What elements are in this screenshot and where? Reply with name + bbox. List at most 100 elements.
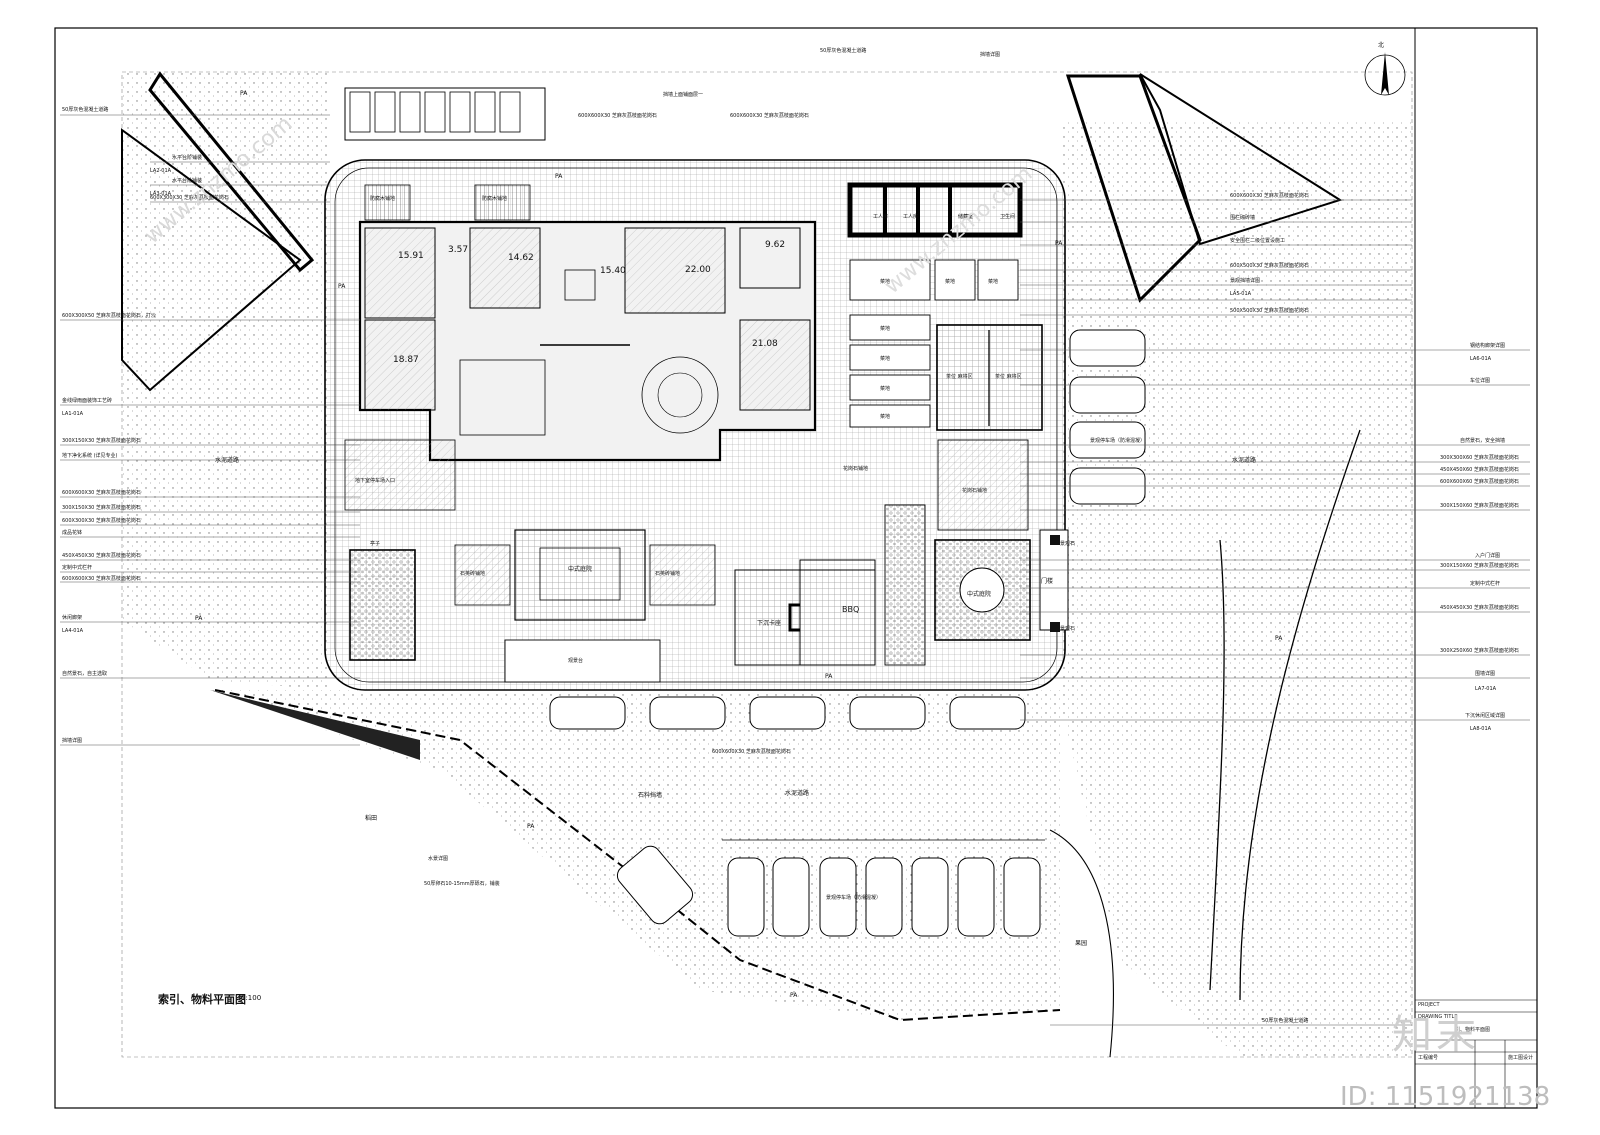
callout-right-1: 围栏砌砖墙 [1230, 214, 1255, 221]
callout-right-20: 50厚灰色混凝土道路 [1262, 1017, 1308, 1024]
callout-left-11: 成品花钵 [62, 529, 82, 536]
retaining-wall-wedge [210, 690, 420, 760]
zone-pa-4: PA [555, 173, 563, 180]
road-right-upper [1065, 74, 1202, 303]
room-area-3: 15.40 [600, 266, 626, 276]
zone-mahjong-b: 茶位 麻将区 [995, 373, 1022, 380]
callout-right-13: 入户门详图 [1475, 552, 1500, 559]
water-strip [884, 504, 926, 666]
zone-pa-5: PA [825, 673, 833, 680]
callout-left-13: 定制中式栏杆 [62, 564, 92, 571]
callout-right-4: 景观挡墙详图 [1230, 277, 1260, 284]
callout-right-10: 450X450X60 芝麻灰荔枝面花岗石 [1440, 466, 1519, 473]
zone-pa-3: PA [195, 615, 203, 622]
zone-gate: 门楼 [1041, 577, 1053, 585]
zone-wood-deck-2: 防腐木铺地 [482, 195, 507, 202]
zone-pavilion: 亭子 [370, 540, 380, 547]
callout-left-17: 挡墙详图 [62, 737, 82, 744]
zone-veg-6: 菜地 [880, 385, 890, 392]
callout-bottom-2: 石料挡墙 [638, 791, 662, 799]
zone-courtyard: 中式庭院 [568, 565, 592, 573]
zone-mahjong-a: 茶位 麻将区 [946, 373, 973, 380]
terrain-left [122, 72, 330, 690]
callout-left-7: 地下净化系统 (详见专业) [62, 452, 118, 459]
zone-parking: 景观停车场（防滑混凝） [1090, 437, 1145, 444]
index-tag-0: LA2-01A [150, 168, 172, 174]
zone-stone-step: 景观石 [1060, 625, 1075, 632]
north-arrow-icon [1364, 52, 1406, 96]
callout-right-14: 300X150X60 芝麻灰荔枝面花岗石 [1440, 562, 1519, 569]
title-block-drawing: 引、物料平面图 [1455, 1027, 1491, 1033]
sunken-seating [734, 569, 876, 666]
room-area-7: 21.08 [752, 339, 778, 349]
road-left-block [121, 128, 302, 392]
callout-left-16: 自然景石，自主选取 [62, 670, 107, 677]
callout-bottom-0: 600X600X30 芝麻灰荔枝面花岗石 [712, 748, 791, 755]
sheet-title: 索引、物料平面图 [158, 993, 246, 1006]
index-tag-4: LA5-01A [1230, 291, 1252, 297]
parking-row-bottom [549, 696, 1026, 730]
callout-bottom-4: 50厚卵石10-15mm厚砾石，铺装 [424, 880, 500, 887]
service-block [847, 182, 1023, 238]
callout-left-4: 600X300X50 芝麻灰荔枝面花岗石，打沙 [62, 312, 156, 319]
zone-wood-deck-1: 防腐木铺地 [370, 195, 395, 202]
parking-column-right [1069, 329, 1146, 505]
title-block-project: PROJECT [1418, 1002, 1440, 1008]
curve-road-bottom [1049, 829, 1114, 1058]
callout-top-2: 挡墙上面铺面层一 [663, 91, 703, 98]
zone-veg-7: 菜地 [880, 413, 890, 420]
sunken-bracket [788, 603, 800, 632]
zone-storage: 储藏室 [958, 213, 973, 220]
watermark-id: ID: 1151921138 [1340, 1082, 1551, 1112]
curve-road-right [1209, 539, 1225, 991]
callout-right-8: 自然景石，安全挡墙 [1460, 437, 1505, 444]
zone-orchard: 果园 [1075, 940, 1087, 947]
drawing-extent [121, 71, 1413, 1058]
room-area-2: 3.57 [448, 245, 468, 255]
zone-toilet: 卫生间 [1000, 213, 1015, 220]
callout-left-1: 水平台阶铺装 [172, 154, 202, 161]
callout-right-3: 600X500X30 芝麻灰荔枝面花岗石 [1230, 262, 1309, 269]
callout-right-7: 车位详图 [1470, 377, 1490, 384]
callout-left-0: 50厚灰色混凝土道路 [62, 106, 108, 113]
room-area-0: 15.91 [398, 251, 424, 261]
callout-bottom-1: 水泥道路 [785, 789, 809, 797]
index-tag-3: LA4-01A [62, 628, 84, 634]
callout-right-6: 钢结构廊架详图 [1470, 342, 1505, 349]
zone-landscape-stone: 景观石 [1060, 540, 1075, 547]
zone-pa-8: PA [790, 992, 798, 999]
room-area-5: 9.62 [765, 240, 785, 250]
zone-stone-pave-right: 石英砖铺地 [655, 570, 680, 577]
wood-deck-1 [364, 184, 411, 221]
callout-top-3: 600X600X30 芝麻灰荔枝面花岗石 [578, 112, 657, 119]
callout-left-8: 600X600X30 芝麻灰荔枝面花岗石 [62, 489, 141, 496]
zone-field: 稻田 [365, 814, 377, 822]
callout-right-11: 600X600X60 芝麻灰荔枝面花岗石 [1440, 478, 1519, 485]
zone-bbq: BBQ [842, 605, 859, 614]
vegetable-plots [849, 259, 1019, 428]
zone-parking-south: 景观停车场（防滑混凝） [826, 894, 881, 901]
callout-right-0: 600X600X30 芝麻灰荔枝面花岗石 [1230, 192, 1309, 199]
callout-left-10: 600X300X30 芝麻灰荔枝面花岗石 [62, 517, 141, 524]
zone-pa-7: PA [527, 823, 535, 830]
wood-deck-2 [474, 184, 531, 221]
parking-lot-south [616, 845, 1041, 937]
callout-top-0: 50厚灰色混凝土道路 [820, 47, 866, 54]
callout-top-4: 600X600X30 芝麻灰荔枝面花岗石 [730, 112, 809, 119]
callout-right-18: 围墙详图 [1475, 670, 1495, 677]
zone-stone-pave-left: 石英砖铺地 [460, 570, 485, 577]
entry-garden [344, 439, 456, 511]
curve-road-right-2 [1239, 429, 1361, 1001]
leader-lines-left [60, 114, 360, 746]
callout-right-2: 安全围栏二级位置设施工 [1230, 237, 1285, 244]
index-tag-2: LA1-01A [62, 411, 84, 417]
room-area-1: 14.62 [508, 253, 534, 263]
zone-viewing: 观景台 [568, 657, 583, 664]
callout-left-14: 600X600X30 芝麻灰荔枝面花岗石 [62, 575, 141, 582]
zone-flower-bed: 花岗石铺地 [843, 465, 868, 472]
callout-right-15: 定制中式栏杆 [1470, 580, 1500, 587]
callout-top-1: 挡墙详图 [980, 51, 1000, 58]
flower-court [937, 439, 1029, 531]
title-block-no-label: 工程编号 [1418, 1055, 1439, 1061]
zone-water-lake-right: 水泥道路 [1232, 456, 1256, 464]
